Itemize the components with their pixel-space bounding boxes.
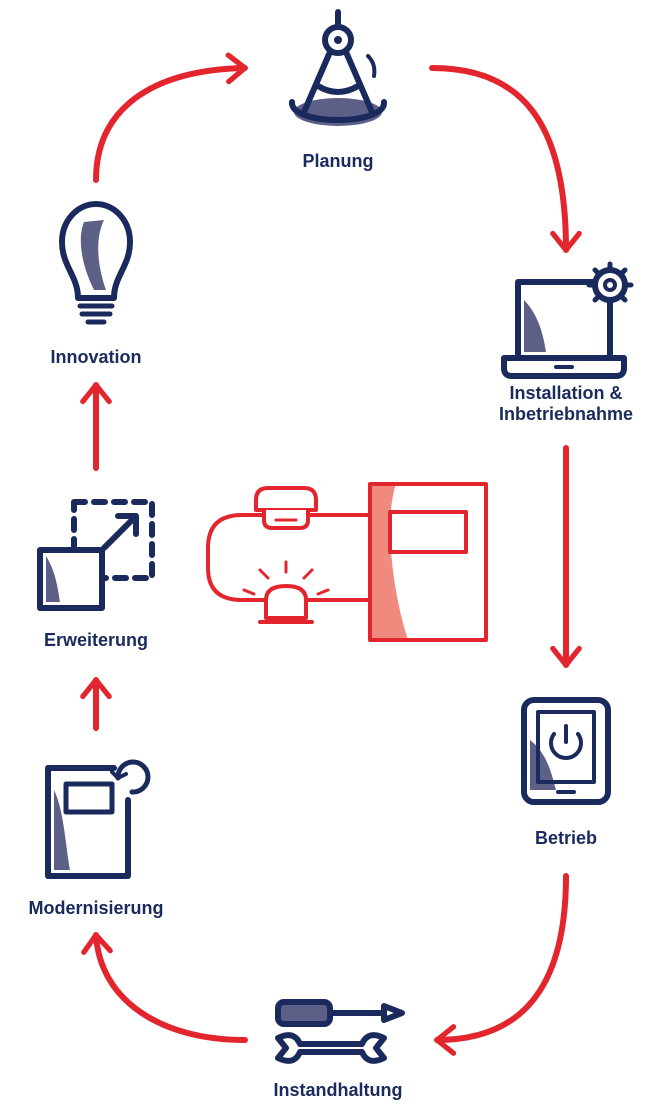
expand-source-shade <box>46 556 60 602</box>
fire-control-panel <box>368 482 488 642</box>
alarm-beacon-icon <box>264 584 308 620</box>
beacon-ray-2 <box>258 568 270 580</box>
step-label-betrieb: Betrieb <box>534 828 598 848</box>
control-panel-shade <box>372 484 408 640</box>
step-label-erweiterung: Erweiterung <box>43 630 149 650</box>
laptop-gear-icon <box>501 261 634 379</box>
tools-screwdriver-wrench-icon <box>275 999 405 1064</box>
cycle-arrows <box>80 52 582 1056</box>
tablet-screen <box>536 710 596 784</box>
arrow-betrieb-to-instandhaltung <box>434 873 569 1056</box>
gear-icon <box>586 261 634 309</box>
expand-arrow-icon <box>37 499 155 611</box>
beacon-ray-5 <box>316 588 330 596</box>
compass-left-leg <box>301 49 333 115</box>
bulb-shade <box>80 220 106 290</box>
power-icon <box>549 732 583 760</box>
control-panel-display <box>388 510 468 554</box>
compass-arc <box>366 54 377 78</box>
arrow-innovation-to-planung <box>93 52 248 183</box>
laptop-screen <box>515 279 601 361</box>
screwdriver-handle <box>275 999 333 1027</box>
beacon-ray-3 <box>302 568 314 580</box>
compass-right-leg <box>343 49 375 115</box>
expand-arrow-shaft <box>101 515 137 551</box>
step-label-modernisierung: Modernisierung <box>28 898 164 918</box>
arrow-planung-to-installation <box>429 65 582 253</box>
expand-arrow-head <box>115 513 139 537</box>
alarm-wiring-loop <box>206 513 374 602</box>
light-bulb-icon <box>59 201 133 325</box>
expand-target-box <box>71 499 155 581</box>
compass-hinge <box>334 36 342 44</box>
fire-alarm-system-icon <box>206 482 488 642</box>
arrow-instandhaltung-to-modernisierung <box>81 932 248 1043</box>
compass-crossbar <box>315 83 361 95</box>
step-label-planung: Planung <box>302 151 374 171</box>
tablet-power-icon <box>521 697 611 805</box>
step-label-installation: Installation &Inbetriebnahme <box>498 383 634 424</box>
wrench <box>275 1032 387 1064</box>
panel-refresh-icon <box>45 759 151 879</box>
smoke-detector-icon <box>254 486 318 512</box>
refresh-arrowhead <box>110 770 128 780</box>
step-label-instandhaltung: Instandhaltung <box>273 1080 403 1100</box>
panel-display <box>63 781 115 815</box>
refresh-icon <box>115 759 151 795</box>
beacon-ray-4 <box>242 588 256 596</box>
panel-shade <box>54 790 70 870</box>
screwdriver-tip <box>381 1003 405 1023</box>
step-label-innovation: Innovation <box>50 347 142 367</box>
drafting-compass-icon <box>289 9 387 126</box>
compass-base <box>289 99 387 123</box>
laptop-screen-shade <box>524 300 546 352</box>
